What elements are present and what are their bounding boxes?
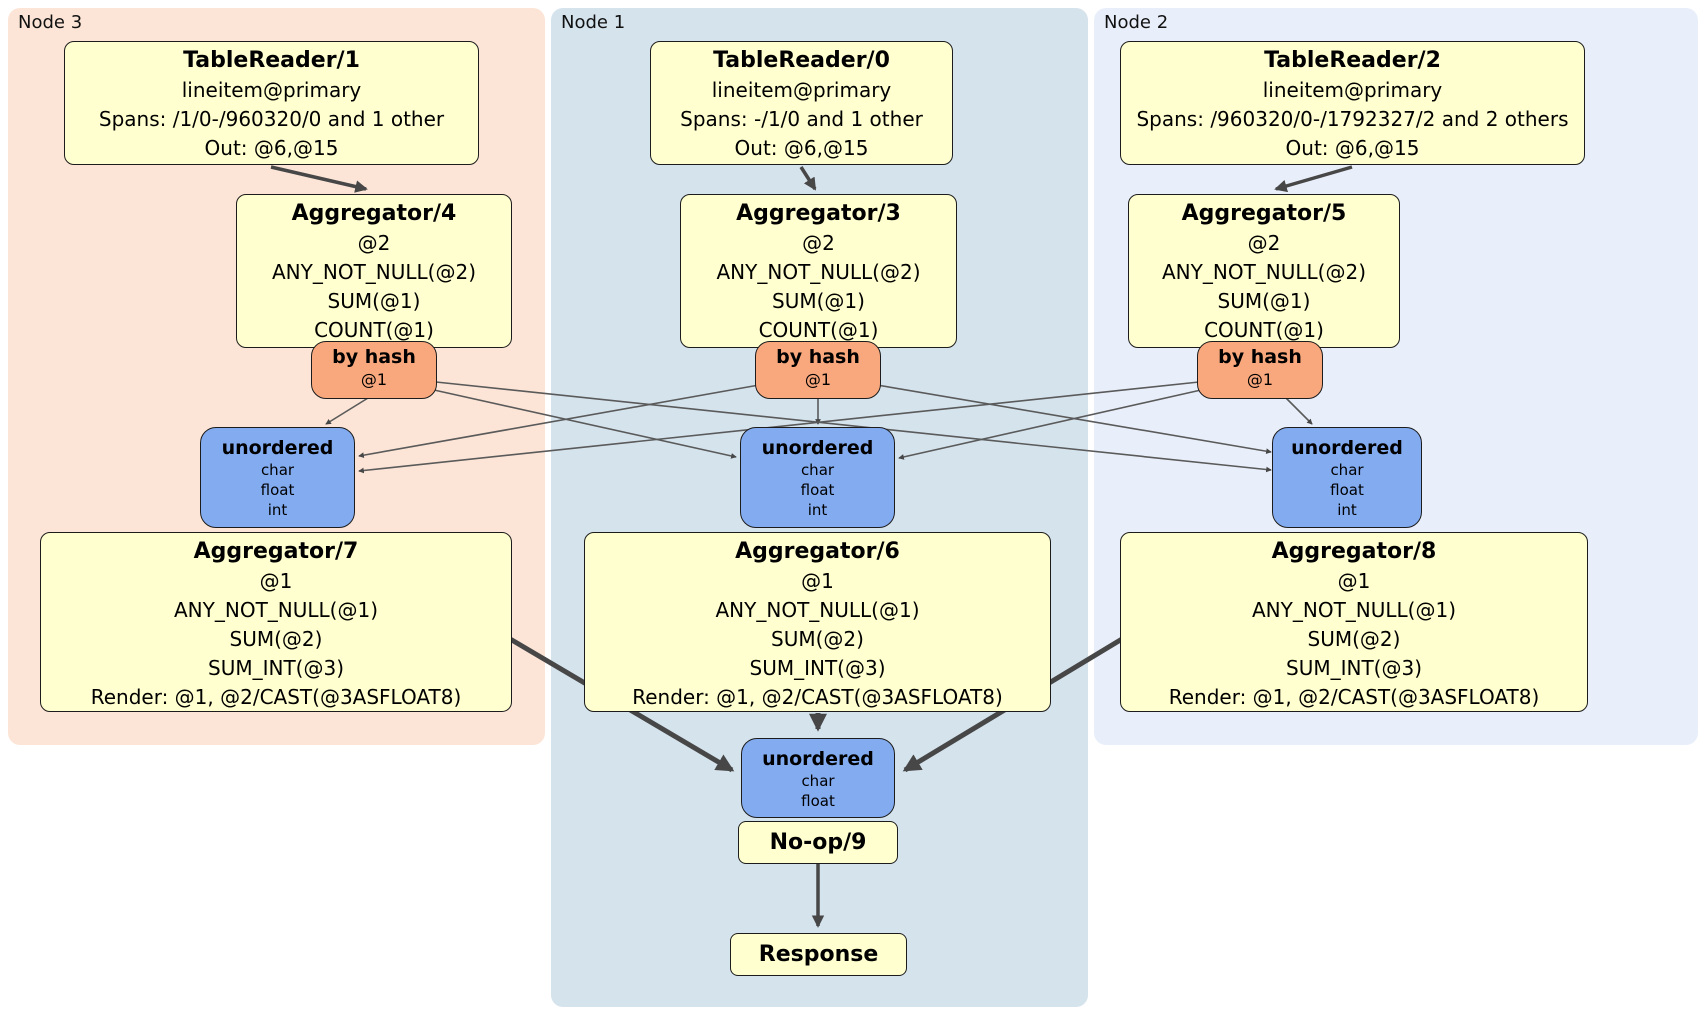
box-tablereader-1: TableReader/1 lineitem@primary Spans: /1… <box>64 41 479 165</box>
aggregator-5-line: COUNT(@1) <box>1204 318 1324 342</box>
router-by-hash-3: by hash @1 <box>755 341 881 399</box>
region-label-node1: Node 1 <box>561 12 626 33</box>
sync-unordered-6-type: float <box>800 481 835 499</box>
box-aggregator-7: Aggregator/7 @1 ANY_NOT_NULL(@1) SUM(@2)… <box>40 532 512 712</box>
aggregator-8-line: SUM(@2) <box>1307 627 1401 651</box>
aggregator-6-line: SUM(@2) <box>771 627 864 651</box>
aggregator-7-line: @1 <box>259 569 293 593</box>
sync-unordered-9: unordered char float <box>741 738 895 818</box>
aggregator-8-title: Aggregator/8 <box>1271 539 1437 564</box>
sync-unordered-8-type: int <box>1337 501 1357 519</box>
tablereader-0-index: lineitem@primary <box>711 78 892 102</box>
box-aggregator-8: Aggregator/8 @1 ANY_NOT_NULL(@1) SUM(@2)… <box>1120 532 1588 712</box>
aggregator-6-line: ANY_NOT_NULL(@1) <box>715 598 920 622</box>
tablereader-0-out: Out: @6,@15 <box>734 136 869 160</box>
aggregator-7-line: SUM_INT(@3) <box>208 656 344 680</box>
aggregator-8-line: @1 <box>1337 569 1371 593</box>
tablereader-0-title: TableReader/0 <box>713 48 890 73</box>
noop-9-title: No-op/9 <box>769 830 867 855</box>
aggregator-4-line: @2 <box>357 231 391 255</box>
aggregator-6-line: SUM_INT(@3) <box>749 656 886 680</box>
aggregator-5-line: SUM(@1) <box>1217 289 1311 313</box>
box-tablereader-2: TableReader/2 lineitem@primary Spans: /9… <box>1120 41 1585 165</box>
box-response: Response <box>730 933 907 976</box>
router-by-hash-4-key: @1 <box>360 370 388 389</box>
aggregator-6-render: Render: @1, @2/CAST(@3ASFLOAT8) <box>632 685 1003 709</box>
aggregator-4-line: COUNT(@1) <box>314 318 434 342</box>
box-aggregator-5: Aggregator/5 @2 ANY_NOT_NULL(@2) SUM(@1)… <box>1128 194 1400 348</box>
aggregator-6-title: Aggregator/6 <box>735 539 900 564</box>
aggregator-3-line: @2 <box>802 231 835 255</box>
sync-unordered-6-type: char <box>800 461 835 479</box>
aggregator-3-title: Aggregator/3 <box>736 201 901 226</box>
box-tablereader-0: TableReader/0 lineitem@primary Spans: -/… <box>650 41 953 165</box>
region-label-node2: Node 2 <box>1104 12 1169 33</box>
aggregator-6-line: @1 <box>801 569 834 593</box>
aggregator-4-line: ANY_NOT_NULL(@2) <box>272 260 476 284</box>
tablereader-1-spans: Spans: /1/0-/960320/0 and 1 other <box>98 107 445 131</box>
aggregator-4-title: Aggregator/4 <box>291 201 457 226</box>
sync-unordered-6-title: unordered <box>761 437 874 459</box>
tablereader-1-title: TableReader/1 <box>183 48 360 73</box>
router-by-hash-4-title: by hash <box>332 346 416 368</box>
tablereader-2-index: lineitem@primary <box>1262 78 1443 102</box>
tablereader-2-out: Out: @6,@15 <box>1285 136 1420 160</box>
sync-unordered-8: unordered char float int <box>1272 427 1422 528</box>
aggregator-5-line: ANY_NOT_NULL(@2) <box>1162 260 1366 284</box>
aggregator-8-render: Render: @1, @2/CAST(@3ASFLOAT8) <box>1168 685 1540 709</box>
tablereader-0-spans: Spans: -/1/0 and 1 other <box>680 107 923 131</box>
sync-unordered-7-type: char <box>260 461 295 479</box>
sync-unordered-9-type: float <box>801 792 835 810</box>
router-by-hash-5-title: by hash <box>1218 346 1302 368</box>
sync-unordered-6: unordered char float int <box>740 427 895 528</box>
tablereader-2-spans: Spans: /960320/0-/1792327/2 and 2 others <box>1136 107 1569 131</box>
aggregator-3-line: COUNT(@1) <box>758 318 879 342</box>
tablereader-2-title: TableReader/2 <box>1264 48 1441 73</box>
box-aggregator-3: Aggregator/3 @2 ANY_NOT_NULL(@2) SUM(@1)… <box>680 194 957 348</box>
aggregator-5-line: @2 <box>1247 231 1281 255</box>
router-by-hash-5-key: @1 <box>1246 370 1274 389</box>
router-by-hash-5: by hash @1 <box>1197 341 1323 399</box>
box-aggregator-6: Aggregator/6 @1 ANY_NOT_NULL(@1) SUM(@2)… <box>584 532 1051 712</box>
aggregator-5-title: Aggregator/5 <box>1181 201 1347 226</box>
router-by-hash-3-title: by hash <box>776 346 860 368</box>
aggregator-3-line: SUM(@1) <box>772 289 865 313</box>
aggregator-4-line: SUM(@1) <box>327 289 421 313</box>
sync-unordered-6-type: int <box>807 501 828 519</box>
sync-unordered-9-type: char <box>801 772 835 790</box>
sync-unordered-7-type: int <box>267 501 288 519</box>
region-label-node3: Node 3 <box>18 12 83 33</box>
sync-unordered-7: unordered char float int <box>200 427 355 528</box>
aggregator-8-line: SUM_INT(@3) <box>1286 656 1422 680</box>
aggregator-3-line: ANY_NOT_NULL(@2) <box>716 260 921 284</box>
aggregator-8-line: ANY_NOT_NULL(@1) <box>1252 598 1456 622</box>
sync-unordered-8-title: unordered <box>1291 437 1403 459</box>
router-by-hash-3-key: @1 <box>804 370 832 389</box>
aggregator-7-render: Render: @1, @2/CAST(@3ASFLOAT8) <box>90 685 462 709</box>
aggregator-7-line: SUM(@2) <box>229 627 323 651</box>
tablereader-1-out: Out: @6,@15 <box>204 136 339 160</box>
aggregator-7-title: Aggregator/7 <box>193 539 359 564</box>
aggregator-7-line: ANY_NOT_NULL(@1) <box>174 598 378 622</box>
response-title: Response <box>758 942 879 967</box>
sync-unordered-9-title: unordered <box>762 748 874 770</box>
sync-unordered-8-type: float <box>1330 481 1364 499</box>
box-aggregator-4: Aggregator/4 @2 ANY_NOT_NULL(@2) SUM(@1)… <box>236 194 512 348</box>
sync-unordered-7-title: unordered <box>221 437 334 459</box>
sync-unordered-8-type: char <box>1330 461 1364 479</box>
router-by-hash-4: by hash @1 <box>311 341 437 399</box>
tablereader-1-index: lineitem@primary <box>181 78 362 102</box>
box-noop-9: No-op/9 <box>738 821 898 864</box>
sync-unordered-7-type: float <box>260 481 295 499</box>
